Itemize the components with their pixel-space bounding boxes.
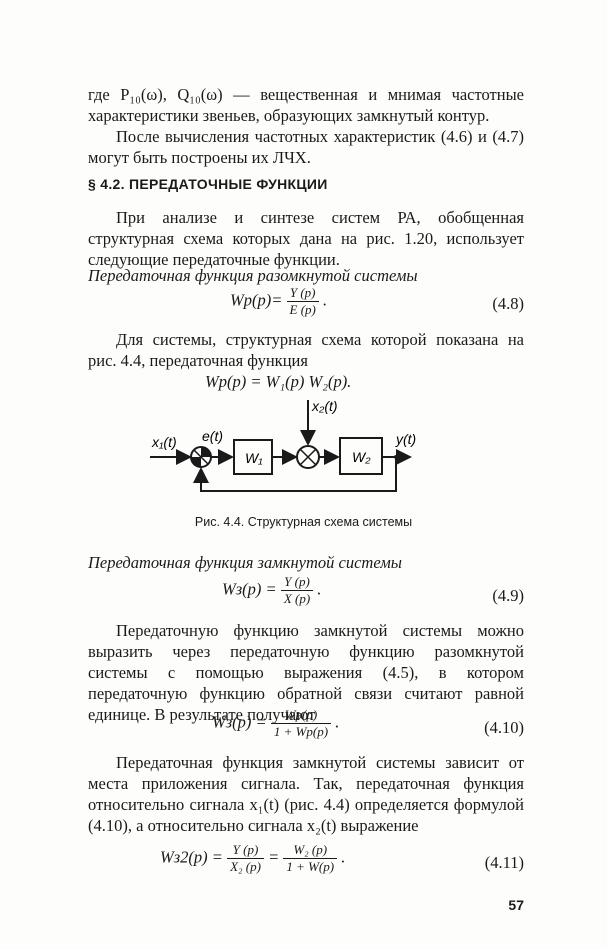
eq49-number: (4.9) <box>492 586 524 605</box>
summing-junction-2 <box>296 445 320 469</box>
block-w1-label: W₁ <box>245 450 263 466</box>
equation-4-11: Wз2(p) = Y (p) X₂ (p) = W₂ (p) 1 + W(p) … <box>160 842 345 875</box>
eq49-denominator: X (p) <box>280 590 314 607</box>
open-loop-title: Передаточная функция разомкнутой системы <box>88 266 418 285</box>
equation-product: Wр(p) = W₁(p) W₂(p). <box>205 372 352 391</box>
feedback-path <box>193 457 397 492</box>
input-label: x₁(t) <box>151 434 177 450</box>
page-number: 57 <box>508 897 524 913</box>
eq48-denominator: E (p) <box>286 301 319 318</box>
eq411-numerator-2: W₂ (p) <box>293 842 328 857</box>
disturbance-label: x₂(t) <box>311 398 338 414</box>
eq49-fraction: Y (p) X (p) <box>280 574 314 607</box>
figure-caption: Рис. 4.4. Структурная схема системы <box>194 515 413 529</box>
eq410-numerator: Wр(p) <box>284 707 318 722</box>
eq49-numerator: Y (p) <box>284 574 310 589</box>
eq411-denominator-2: 1 + W(p) <box>283 858 338 875</box>
eq411-denominator-1: X₂ (p) <box>227 858 264 875</box>
paragraph-characteristics: где P₁₀(ω), Q₁₀(ω) — вещественная и мним… <box>88 85 524 125</box>
eq411-tail: . <box>341 847 346 867</box>
paragraph-lchh: После вычисления частотных характеристик… <box>88 127 524 167</box>
eq49-tail: . <box>317 579 322 599</box>
eq410-number: (4.10) <box>484 718 524 737</box>
eq410-lhs: Wз(p) = <box>212 712 267 732</box>
eq411-numerator-1: Y (p) <box>232 842 259 857</box>
equation-4-9: Wз(p) = Y (p) X (p) . <box>222 574 321 607</box>
output-label: y(t) <box>395 431 416 447</box>
block-w2-label: W₂ <box>352 449 371 465</box>
eq411-lhs: Wз2(p) = <box>160 847 223 867</box>
eq411-fraction-1: Y (p) X₂ (p) <box>227 842 264 875</box>
block-diagram: x₁(t) e(t) W₁ x₂(t) W₂ y(t) <box>150 398 416 492</box>
eq411-fraction-2: W₂ (p) 1 + W(p) <box>283 842 338 875</box>
closed-loop-title: Передаточная функция замкнутой системы <box>88 553 402 572</box>
equation-4-8: Wр(p)= Y (p) E (p) . <box>230 285 327 318</box>
eq410-fraction: Wр(p) 1 + Wр(p) <box>270 707 332 740</box>
eq48-numerator: Y (p) <box>289 285 316 300</box>
eq48-number: (4.8) <box>492 294 524 313</box>
eq410-denominator: 1 + Wр(p) <box>270 723 332 740</box>
eq411-number: (4.11) <box>484 853 524 872</box>
eq48-lhs: Wр(p)= <box>230 290 283 310</box>
paragraph-signal-point: Передаточная функция замкнутой системы з… <box>88 753 524 835</box>
section-heading: § 4.2. ПЕРЕДАТОЧНЫЕ ФУНКЦИИ <box>88 176 328 192</box>
summing-junction-1 <box>190 446 212 468</box>
paragraph-expression: Передаточную функцию замкнутой системы м… <box>88 621 524 724</box>
equation-4-10: Wз(p) = Wр(p) 1 + Wр(p) . <box>212 707 339 740</box>
paragraph-structure: Для системы, структурная схема которой п… <box>88 330 524 370</box>
paragraph-analysis: При анализе и синтезе систем РА, обобщен… <box>88 208 524 269</box>
eq410-tail: . <box>335 712 340 732</box>
eq49-lhs: Wз(p) = <box>222 579 277 599</box>
eq48-fraction: Y (p) E (p) <box>286 285 319 318</box>
error-label: e(t) <box>202 428 223 444</box>
eq411-equals: = <box>268 847 280 867</box>
eq48-tail: . <box>322 290 328 310</box>
